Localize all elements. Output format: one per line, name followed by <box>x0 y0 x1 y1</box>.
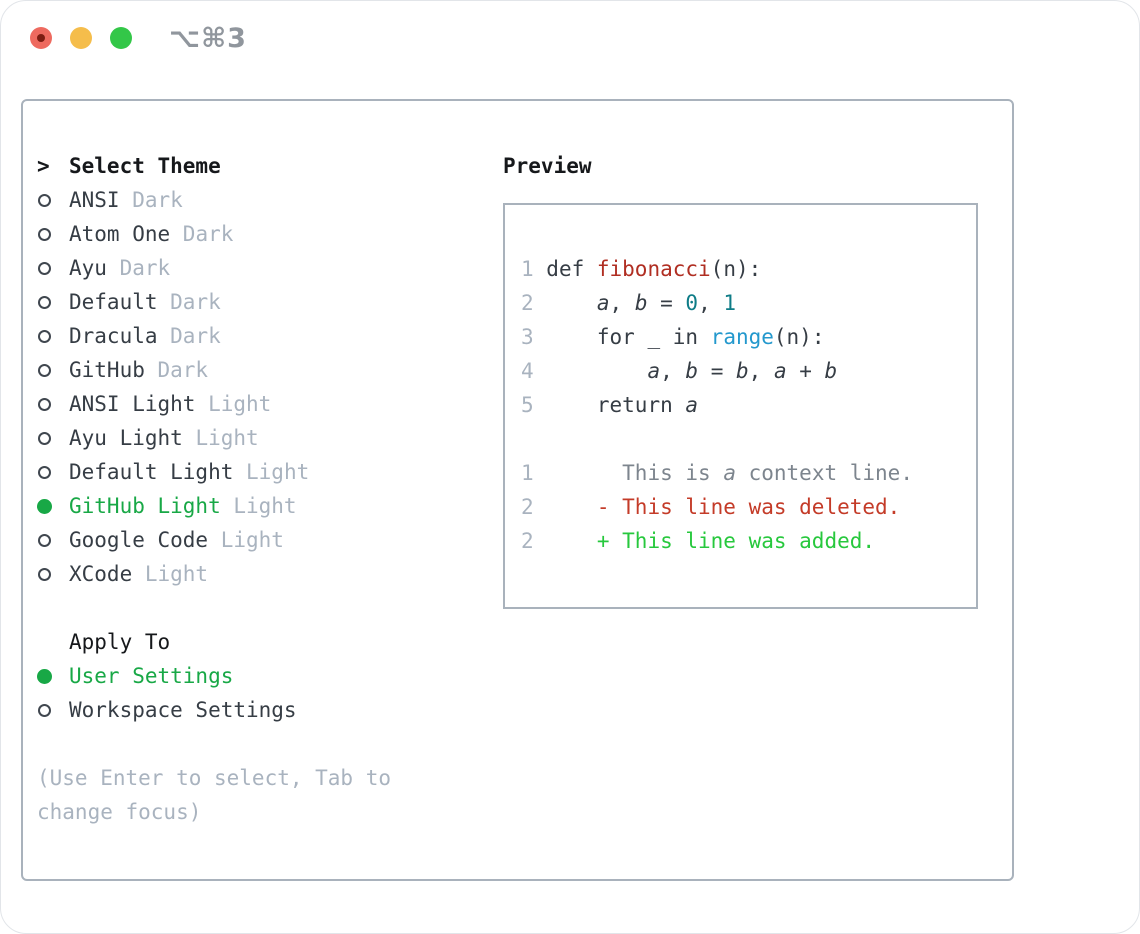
theme-name: GitHub <box>69 358 145 382</box>
theme-option-atom-one-dark[interactable]: Atom One Dark <box>37 217 483 251</box>
gap <box>37 727 483 761</box>
preview-box: 1 def fibonacci(n): 2 a, b = 0, 1 3 for … <box>503 203 978 609</box>
zoom-button[interactable] <box>110 27 132 49</box>
code-line-4: 4 a, b = b, a + b <box>521 359 838 383</box>
apply-option-user-settings[interactable]: User Settings <box>37 659 483 693</box>
theme-tag: Light <box>220 528 284 552</box>
theme-tag: Dark <box>119 256 171 280</box>
diff-added-line: 2 + This line was added. <box>521 529 876 553</box>
theme-name: Default Light <box>69 460 234 484</box>
radio-unselected-icon <box>38 533 51 547</box>
apply-to-header: Apply To <box>37 625 483 659</box>
radio-unselected-icon <box>38 261 51 275</box>
radio-selected-icon <box>37 498 52 514</box>
theme-name: ANSI Light <box>69 392 196 416</box>
line-number: 4 <box>521 359 534 383</box>
apply-option-label: Workspace Settings <box>69 698 297 722</box>
blank-line <box>521 422 976 456</box>
window-titlebar: ⌥⌘3 <box>1 1 1139 75</box>
theme-name: Default <box>69 290 158 314</box>
radio-unselected-icon <box>38 567 51 581</box>
theme-option-github-light[interactable]: GitHub Light Light <box>37 489 483 523</box>
theme-option-ansi-light[interactable]: ANSI Light Light <box>37 387 483 421</box>
preview-section: Preview 1 def fibonacci(n): 2 a, b = 0, … <box>503 149 978 609</box>
theme-option-xcode[interactable]: XCode Light <box>37 557 483 591</box>
select-theme-title: Select Theme <box>69 154 221 178</box>
hint-text-line2: change focus) <box>37 800 202 824</box>
theme-tag: Dark <box>132 188 183 212</box>
diff-context-line: 1 This is a context line. <box>521 461 913 485</box>
theme-name: XCode <box>69 562 133 586</box>
theme-name: Dracula <box>69 324 158 348</box>
theme-option-github-dark[interactable]: GitHub Dark <box>37 353 483 387</box>
code-line-1: 1 def fibonacci(n): <box>521 257 762 281</box>
apply-option-label: User Settings <box>69 664 234 688</box>
line-number: 3 <box>521 325 534 349</box>
line-number: 2 <box>521 495 534 519</box>
apply-to-title: Apply To <box>69 630 171 654</box>
theme-option-dracula-dark[interactable]: Dracula Dark <box>37 319 483 353</box>
diff-deleted-line: 2 - This line was deleted. <box>521 495 901 519</box>
preview-title: Preview <box>503 154 592 178</box>
theme-tag: Dark <box>170 290 221 314</box>
theme-tag: Dark <box>157 358 209 382</box>
theme-list: > Select Theme ANSI Dark Atom One Dark A… <box>37 149 483 829</box>
theme-option-ayu-dark[interactable]: Ayu Dark <box>37 251 483 285</box>
radio-unselected-icon <box>38 703 51 717</box>
minimize-button[interactable] <box>70 27 92 49</box>
theme-tag: Light <box>246 460 310 484</box>
radio-unselected-icon <box>38 227 51 241</box>
theme-tag: Light <box>144 562 209 586</box>
radio-unselected-icon <box>38 295 51 309</box>
select-theme-header: > Select Theme <box>37 149 483 183</box>
radio-unselected-icon <box>38 193 51 207</box>
theme-name: Google Code <box>69 528 209 552</box>
code-line-2: 2 a, b = 0, 1 <box>521 291 737 315</box>
theme-option-default-dark[interactable]: Default Dark <box>37 285 483 319</box>
theme-option-ayu-light[interactable]: Ayu Light Light <box>37 421 483 455</box>
theme-option-google-code[interactable]: Google Code Light <box>37 523 483 557</box>
theme-tag: Light <box>195 426 259 450</box>
close-button[interactable] <box>30 27 52 49</box>
main-panel: > Select Theme ANSI Dark Atom One Dark A… <box>21 99 1014 881</box>
line-number: 2 <box>521 529 534 553</box>
hint-text-line1: (Use Enter to select, Tab to <box>37 766 392 790</box>
theme-name: Ayu Light <box>69 426 183 450</box>
theme-name: ANSI <box>69 188 120 212</box>
theme-option-ansi-dark[interactable]: ANSI Dark <box>37 183 483 217</box>
theme-tag: Dark <box>182 222 234 246</box>
theme-name: Atom One <box>69 222 171 246</box>
theme-name: GitHub Light <box>69 494 221 518</box>
window-title: ⌥⌘3 <box>169 23 247 54</box>
radio-unselected-icon <box>38 397 51 411</box>
unsaved-dot-icon <box>37 34 45 42</box>
radio-unselected-icon <box>38 465 51 479</box>
code-line-3: 3 for _ in range(n): <box>521 325 825 349</box>
line-number: 5 <box>521 393 534 417</box>
line-number: 1 <box>521 257 534 281</box>
theme-option-default-light[interactable]: Default Light Light <box>37 455 483 489</box>
radio-unselected-icon <box>38 363 51 377</box>
radio-unselected-icon <box>38 329 51 343</box>
prompt-icon: > <box>37 154 50 178</box>
radio-selected-icon <box>37 668 52 684</box>
code-line-5: 5 return a <box>521 393 699 417</box>
line-number: 2 <box>521 291 534 315</box>
theme-name: Ayu <box>69 256 107 280</box>
gap <box>37 591 483 625</box>
theme-tag: Dark <box>170 324 221 348</box>
line-number: 1 <box>521 461 534 485</box>
theme-tag: Light <box>208 392 272 416</box>
radio-unselected-icon <box>38 431 51 445</box>
theme-tag: Light <box>233 494 297 518</box>
apply-option-workspace-settings[interactable]: Workspace Settings <box>37 693 483 727</box>
